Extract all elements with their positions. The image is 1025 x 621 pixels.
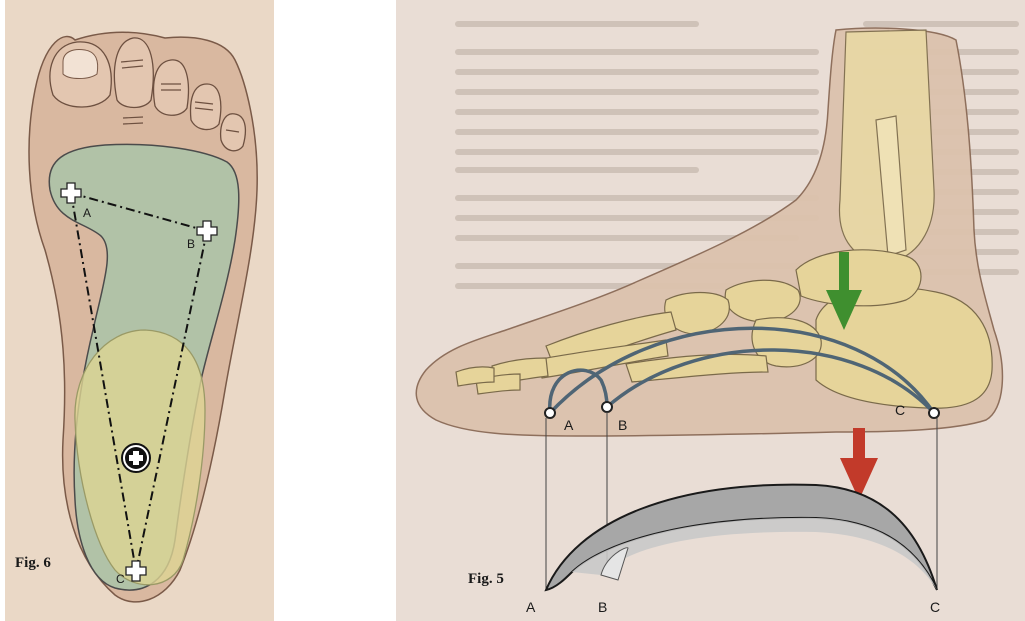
point-a-label: A [83, 206, 91, 220]
point-c-label: C [116, 572, 125, 586]
point-a-dot [545, 408, 555, 418]
point-a-label: A [564, 417, 574, 433]
figure-5-caption: Fig. 5 [468, 571, 504, 587]
point-b-label: B [618, 417, 627, 433]
flexible-arch-model [546, 485, 937, 590]
figure-6-diagram: A B C Fig. 6 [5, 0, 274, 621]
toe-4 [191, 84, 221, 130]
toe-2 [114, 38, 153, 108]
bottom-point-a-label: A [526, 599, 536, 615]
bottom-point-c-label: C [930, 599, 940, 615]
figure-6-caption: Fig. 6 [15, 555, 51, 571]
point-b-label: B [187, 237, 195, 251]
leg-bones [839, 30, 934, 262]
point-c-label: C [895, 402, 905, 418]
point-b-dot [602, 402, 612, 412]
toenails [63, 50, 98, 79]
point-c-dot [929, 408, 939, 418]
figure-6-panel: A B C Fig. 6 [5, 0, 274, 621]
big-toenail [63, 50, 98, 79]
plus-circle-icon [122, 444, 150, 472]
toe-3 [154, 60, 189, 115]
figure-5-panel: A B C A B C Fig. 5 [396, 0, 1025, 621]
bottom-point-b-label: B [598, 599, 607, 615]
figure-5-diagram: A B C A B C Fig. 5 [396, 0, 1025, 621]
toe-5 [221, 114, 246, 151]
